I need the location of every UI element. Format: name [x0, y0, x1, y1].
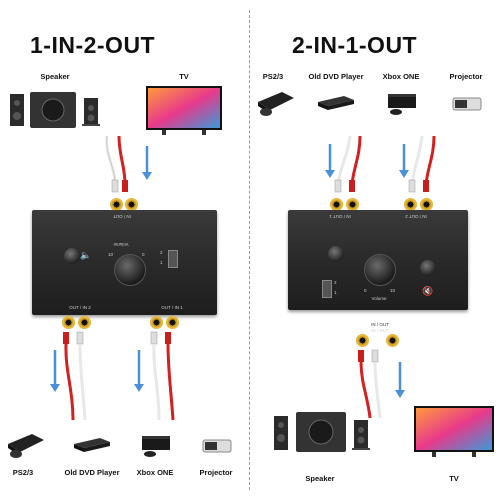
dvd-image-left — [74, 438, 110, 452]
left-heading: 1-IN-2-OUT — [30, 32, 156, 58]
speaker-image-right — [274, 412, 370, 452]
label-tv-left: TV — [179, 72, 189, 81]
scale-max-left: 10 — [108, 252, 114, 257]
xbox-image-left — [142, 436, 170, 457]
label-projector-left: Projector — [199, 468, 233, 477]
scale-max-right: 10 — [390, 288, 396, 293]
power-button-right[interactable] — [328, 246, 344, 262]
tv-image-right — [414, 406, 494, 457]
volume-label-left: Volume — [113, 242, 129, 247]
cables-bottom-right — [358, 349, 405, 419]
label-speaker-left: Speaker — [40, 72, 70, 81]
scale-min-left: 0 — [142, 252, 145, 257]
jack-in1-right-2[interactable] — [346, 198, 359, 211]
selector-switch-right[interactable] — [322, 280, 332, 298]
jack-in-left-2[interactable] — [125, 198, 138, 211]
jack-out1-left-1[interactable] — [150, 316, 163, 329]
out-label-right-below: IN / OUT — [371, 322, 389, 327]
section-divider — [249, 10, 250, 490]
volume-label-right: Volume — [371, 296, 387, 301]
right-heading: 2-IN-1-OUT — [292, 32, 418, 58]
out-label-right: IN / OUT — [371, 328, 389, 333]
jack-in2-right-2[interactable] — [420, 198, 433, 211]
mute-icon-right: 🔇 — [422, 286, 434, 296]
label-speaker-right: Speaker — [305, 474, 335, 483]
label-ps-left: PS2/3 — [12, 468, 34, 477]
jack-in1-right-1[interactable] — [330, 198, 343, 211]
label-tv-right: TV — [449, 474, 459, 483]
label-xbox-right: Xbox ONE — [382, 72, 420, 81]
ps-image-left — [8, 434, 44, 458]
jack-out1-left-2[interactable] — [166, 316, 179, 329]
in2-label-right: IN / OUT 2 — [405, 214, 427, 219]
sel2-left: 2 — [160, 250, 163, 255]
jack-in2-right-1[interactable] — [404, 198, 417, 211]
out1-label-left: OUT / IN 1 — [161, 305, 183, 310]
mute-icon: 🔈 — [80, 250, 92, 260]
projector-image-left — [202, 439, 232, 453]
jack-out2-left-2[interactable] — [78, 316, 91, 329]
switch-box-right: IN / OUT 1 IN / OUT 2 2 1 0 10 Volume 🔇 … — [288, 210, 468, 333]
jack-out-right-1[interactable] — [356, 334, 369, 347]
sel2-right: 2 — [334, 280, 337, 285]
in-label-left: IN / OUT — [113, 214, 131, 219]
speaker-image — [10, 92, 100, 128]
cables-top-right — [325, 135, 436, 193]
jack-in-left-1[interactable] — [110, 198, 123, 211]
label-projector-right: Projector — [449, 72, 483, 81]
mute-button-right[interactable] — [420, 260, 436, 276]
ps-image-right — [258, 92, 294, 116]
sel1-right: 1 — [334, 290, 337, 295]
jack-out-right-2[interactable] — [386, 334, 399, 347]
cables-bottom-left — [50, 331, 175, 421]
volume-knob-left[interactable] — [114, 254, 146, 286]
label-xbox-left: Xbox ONE — [136, 468, 174, 477]
cables-top-left — [105, 135, 152, 193]
label-ps-right: PS2/3 — [262, 72, 284, 81]
volume-knob-right[interactable] — [364, 254, 396, 286]
sel1-left: 1 — [160, 260, 163, 265]
xbox-image-right — [388, 94, 416, 115]
label-dvd-right: Old DVD Player — [308, 72, 364, 81]
mute-button-left[interactable] — [64, 248, 80, 264]
projector-image-right — [452, 97, 482, 111]
jack-out2-left-1[interactable] — [62, 316, 75, 329]
in1-label-right: IN / OUT 1 — [329, 214, 351, 219]
tv-image — [146, 86, 222, 135]
switch-box-left: IN / OUT 🔈 Volume 10 0 2 1 OUT / IN 2 OU… — [32, 210, 217, 315]
label-dvd-left: Old DVD Player — [64, 468, 120, 477]
scale-min-right: 0 — [364, 288, 367, 293]
out2-label-left: OUT / IN 2 — [69, 305, 91, 310]
selector-switch-left[interactable] — [168, 250, 178, 268]
dvd-image-right — [318, 96, 354, 110]
